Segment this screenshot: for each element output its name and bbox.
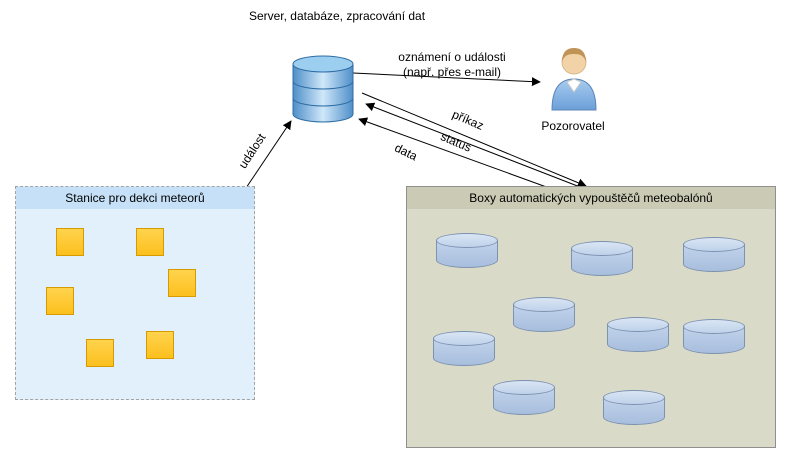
meteor-stations-box-title: Stanice pro dekci meteorů: [16, 187, 254, 209]
balloon-launcher-cylinder: [493, 380, 555, 418]
balloon-launcher-cylinder: [571, 241, 633, 279]
meteor-station-square: [56, 228, 84, 256]
meteor-station-square: [46, 287, 74, 315]
notification-label-line1: oznámení o události: [398, 50, 506, 64]
balloon-launcher-cylinder: [433, 331, 495, 369]
balloon-launcher-cylinder: [436, 233, 498, 271]
database-icon: [291, 54, 355, 129]
balloon-launchers-box-title: Boxy automatických vypouštěčů meteobalón…: [407, 187, 775, 209]
notification-label-line2: (např. přes e-mail): [402, 65, 502, 79]
balloon-launchers-box: Boxy automatických vypouštěčů meteobalón…: [406, 186, 776, 448]
balloon-launcher-cylinder: [683, 319, 745, 357]
meteor-station-square: [168, 269, 196, 297]
meteor-station-square: [86, 339, 114, 367]
command-label: příkaz: [450, 107, 486, 133]
observer-person-icon: [546, 44, 602, 119]
balloon-launcher-cylinder: [513, 297, 575, 335]
event-label: událost: [235, 130, 269, 172]
observer-label: Pozorovatel: [541, 119, 605, 133]
balloon-launcher-cylinder: [607, 317, 669, 355]
server-title: Server, databáze, zpracování dat: [248, 9, 426, 23]
meteor-station-square: [146, 331, 174, 359]
status-label: status: [438, 129, 474, 155]
meteor-station-square: [136, 228, 164, 256]
data-arrow: [358, 117, 553, 190]
balloon-launcher-cylinder: [603, 390, 665, 428]
data-label: data: [392, 140, 420, 164]
meteor-stations-box: Stanice pro dekci meteorů: [15, 186, 255, 400]
balloon-launcher-cylinder: [683, 237, 745, 275]
